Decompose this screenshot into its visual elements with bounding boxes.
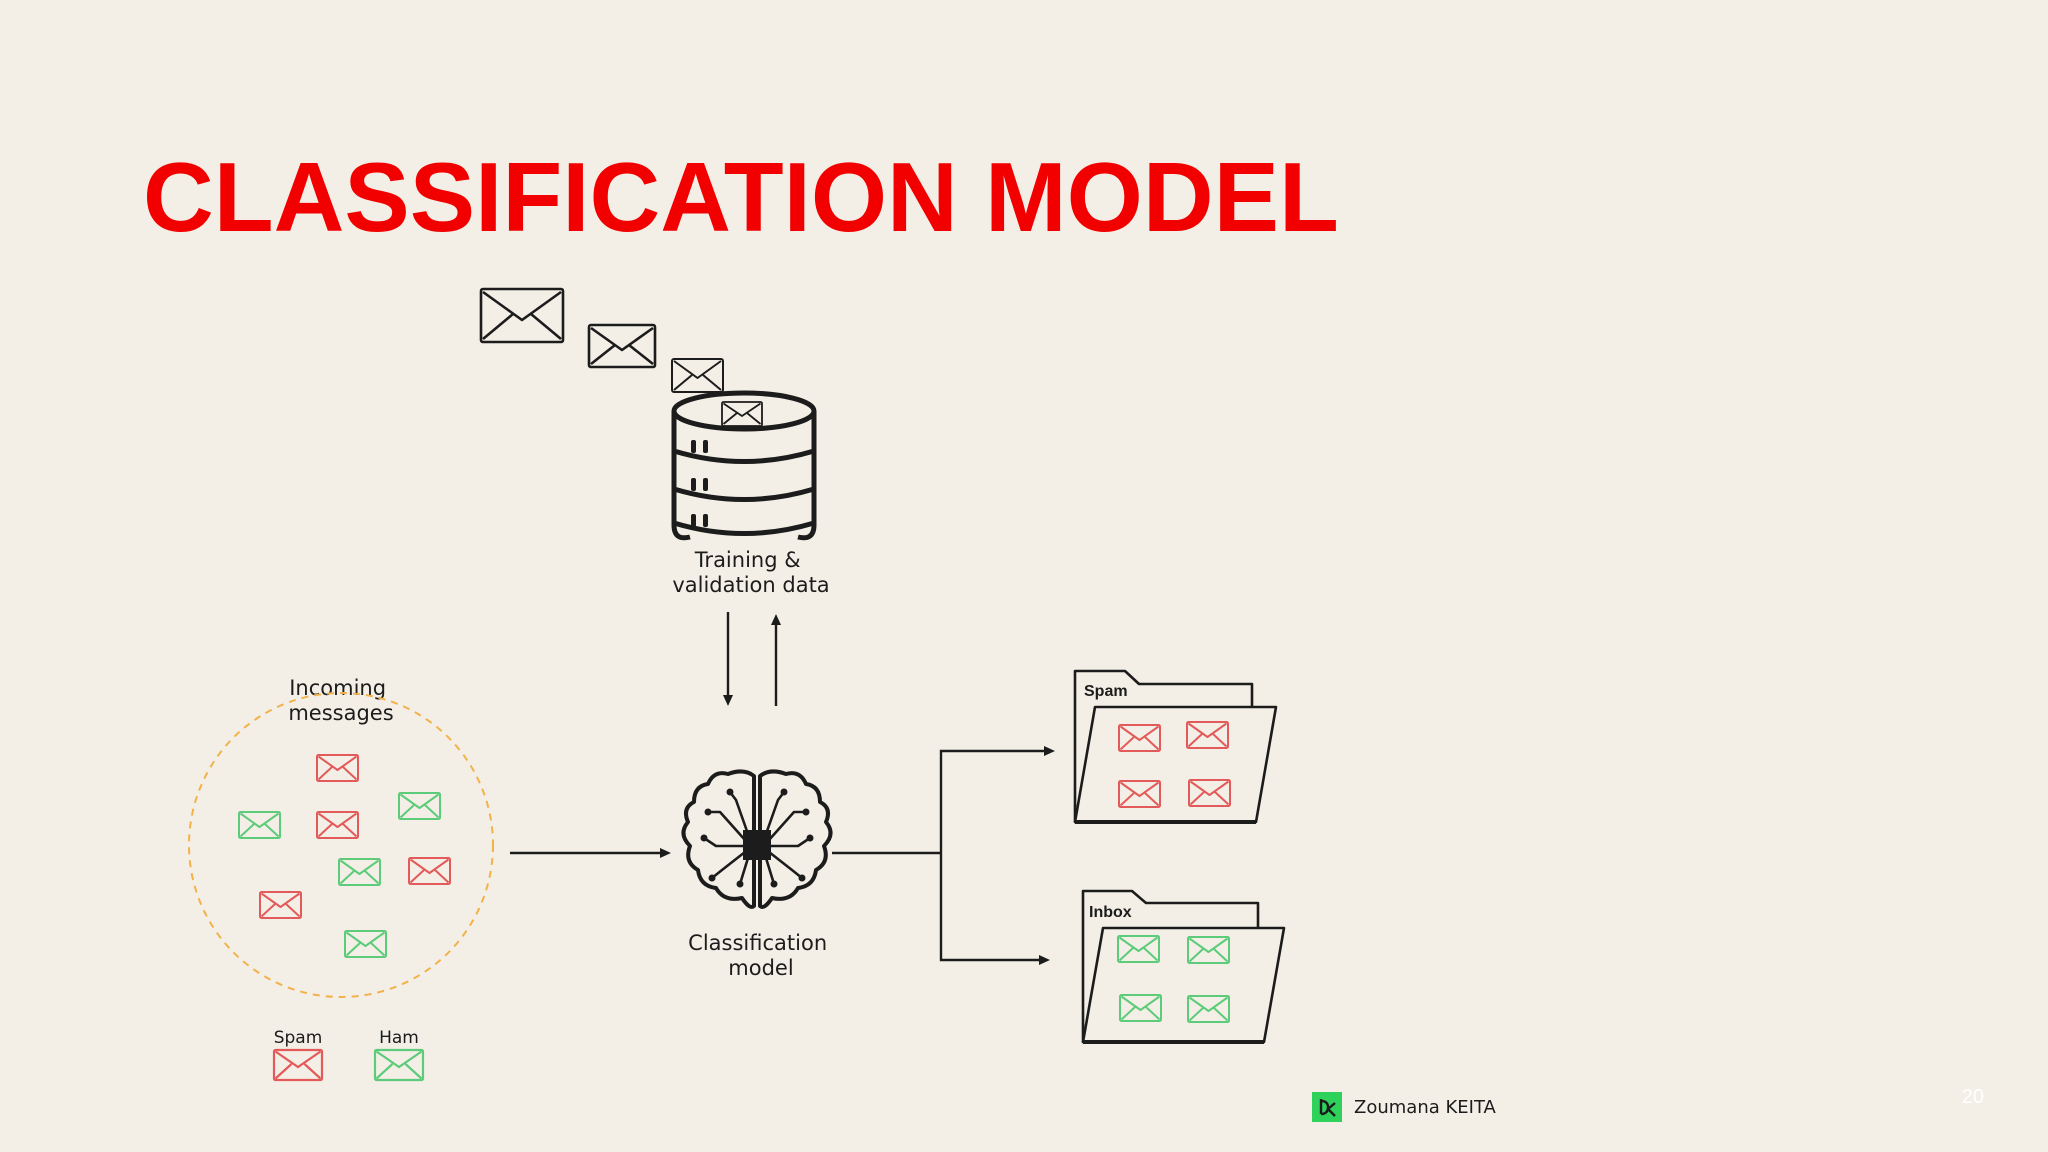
envelope-icon	[259, 891, 302, 919]
training-data-label: Training & validation data	[672, 548, 829, 597]
envelope-icon	[338, 858, 381, 886]
page-number: 20	[1961, 1086, 1984, 1108]
author-name: Zoumana KEITA	[1354, 1096, 1496, 1118]
envelope-icon	[1186, 721, 1229, 749]
arrow-icon	[723, 695, 733, 706]
envelope-icon	[1118, 724, 1161, 752]
envelope-icon	[408, 857, 451, 885]
arrow-icon	[660, 848, 671, 858]
chip	[743, 830, 771, 860]
envelope-icon	[238, 811, 281, 839]
incoming-messages	[238, 754, 451, 958]
envelope-icon	[587, 323, 657, 369]
classification-model-label: Classification model	[688, 931, 834, 980]
envelope-icon	[671, 358, 724, 393]
brain-chip-icon	[681, 769, 833, 909]
spam-folder-label: Spam	[1084, 683, 1128, 700]
inbox-folder: Inbox	[1081, 889, 1286, 1044]
envelope-icon	[316, 811, 359, 839]
envelope-icon	[316, 754, 359, 782]
incoming-messages-boundary	[188, 692, 494, 998]
envelope-icon	[479, 287, 565, 344]
envelope-icon	[1118, 780, 1161, 808]
envelope-icon	[1188, 779, 1231, 807]
input-arrow	[510, 848, 671, 858]
envelope-icon	[1187, 936, 1230, 964]
arrow-icon	[771, 614, 781, 625]
legend-spam-label: Spam	[274, 1028, 323, 1048]
envelope-icon	[1187, 995, 1230, 1023]
legend-ham-label: Ham	[379, 1028, 419, 1048]
data-model-arrows	[723, 612, 781, 706]
envelope-icon	[721, 401, 763, 427]
slide-title: CLASSIFICATION MODEL	[143, 142, 1339, 252]
arrow-icon	[1039, 955, 1050, 965]
envelope-icon	[1117, 935, 1160, 963]
legend: Spam Ham	[272, 1028, 425, 1082]
spam-folder: Spam	[1073, 669, 1278, 824]
arrow-icon	[1044, 746, 1055, 756]
logo-icon	[1312, 1092, 1342, 1122]
envelope-icon	[1119, 994, 1162, 1022]
envelope-icon	[344, 930, 387, 958]
inbox-folder-label: Inbox	[1089, 904, 1132, 921]
envelope-icon	[398, 792, 441, 820]
output-arrows	[832, 746, 1055, 965]
folder-icon	[1081, 889, 1286, 1044]
envelope-icon	[373, 1048, 425, 1082]
author-credit: Zoumana KEITA	[1312, 1092, 1496, 1122]
training-emails	[479, 287, 724, 393]
incoming-messages-label: Incoming messages	[288, 676, 393, 725]
database-icon	[671, 390, 817, 541]
envelope-icon	[272, 1048, 324, 1082]
